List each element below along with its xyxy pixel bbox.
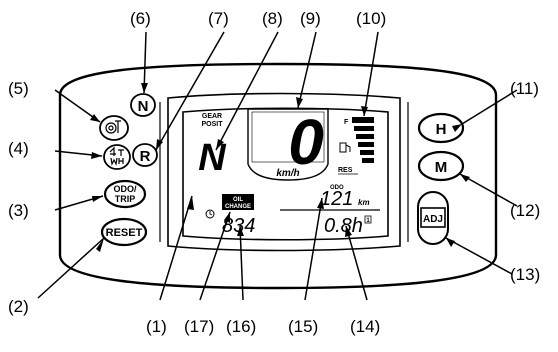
- callout-16: (16): [226, 317, 257, 336]
- leader-11: [461, 89, 518, 125]
- speed-value: 0: [288, 106, 324, 178]
- leader-7: [155, 31, 225, 151]
- callout-5: (5): [8, 79, 29, 98]
- callout-9: (9): [300, 9, 321, 28]
- oil-change-value: 834: [222, 215, 255, 237]
- callout-1: (1): [146, 317, 167, 336]
- leader-15: [304, 197, 323, 301]
- odo-trip-label-bottom: TRIP: [115, 194, 136, 204]
- fuel-full-label: F: [344, 119, 349, 126]
- callout-7: (7): [208, 9, 229, 28]
- callout-14: (14): [350, 317, 381, 336]
- leader-lines: [37, 31, 518, 301]
- cluster-bezel: [167, 92, 401, 252]
- odometer-unit: km: [358, 198, 370, 207]
- odo-trip-button[interactable]: ODO/ TRIP: [103, 179, 147, 209]
- callout-3: (3): [8, 201, 29, 220]
- neutral-indicator: N: [130, 93, 156, 117]
- leader-14: [345, 225, 368, 301]
- callout-15: (15): [288, 317, 319, 336]
- speed-window-inner: [251, 111, 325, 163]
- reverse-icon: R: [140, 148, 151, 165]
- callout-2: (2): [8, 297, 29, 316]
- callout-11: (11): [510, 79, 539, 98]
- leader-arrows: [90, 83, 470, 252]
- leader-8: [215, 31, 279, 151]
- reset-button-label: RESET: [106, 227, 143, 239]
- oil-pressure-icon: [105, 120, 121, 134]
- m-button-label: M: [435, 159, 448, 176]
- odometer-value: 121: [320, 188, 353, 210]
- leader-10: [363, 31, 379, 117]
- callout-8: (8): [262, 9, 283, 28]
- callout-10: (10): [356, 9, 387, 28]
- leader-16: [239, 225, 244, 301]
- h-button[interactable]: H: [417, 112, 465, 144]
- leader-13: [445, 237, 513, 275]
- leader-17: [199, 211, 231, 301]
- fuel-gauge-icon: [352, 117, 374, 163]
- clock-icon: [205, 209, 215, 219]
- leader-12: [459, 173, 518, 207]
- gear-position-label-top: GEAR: [202, 113, 222, 120]
- four-wheel-drive-icon: [109, 146, 124, 166]
- callout-17: (17): [184, 317, 215, 336]
- bezel-outer-line: [159, 102, 409, 242]
- neutral-icon: N: [138, 98, 149, 115]
- leader-2: [37, 237, 105, 299]
- leader-9: [297, 31, 317, 109]
- gear-position-label-bottom: POSIT: [201, 121, 223, 128]
- leader-1: [159, 195, 193, 301]
- oil-change-badge: [222, 194, 254, 210]
- callout-6: (6): [130, 9, 151, 28]
- m-button[interactable]: M: [417, 150, 465, 182]
- odo-trip-label-top: ODO/: [113, 184, 137, 194]
- four-wheel-drive-indicator: [103, 144, 131, 170]
- reverse-indicator: R: [132, 143, 158, 167]
- adj-button[interactable]: ADJ: [417, 191, 449, 245]
- gear-position-value: N: [198, 137, 227, 179]
- callout-13: (13): [510, 265, 541, 284]
- callout-12: (12): [510, 201, 541, 220]
- hour-meter-value: 0.8h: [324, 215, 363, 237]
- hour-meter-sub-box: [364, 215, 372, 224]
- oil-change-label-bottom: CHANGE: [225, 204, 251, 210]
- reset-button[interactable]: RESET: [100, 217, 148, 247]
- h-button-label: H: [436, 121, 447, 138]
- fuel-reserve-label: RES: [338, 167, 353, 174]
- speed-unit: km/h: [276, 168, 299, 179]
- leader-6: [143, 31, 147, 94]
- oil-change-label-top: OIL: [233, 197, 243, 203]
- oil-pressure-indicator: [99, 115, 129, 141]
- odo-indicator: ODO: [330, 185, 344, 191]
- callout-4: (4): [8, 139, 29, 158]
- fuel-pump-icon: [339, 142, 351, 153]
- hour-meter-sub: 1: [366, 218, 370, 224]
- adj-button-label: ADJ: [423, 214, 443, 225]
